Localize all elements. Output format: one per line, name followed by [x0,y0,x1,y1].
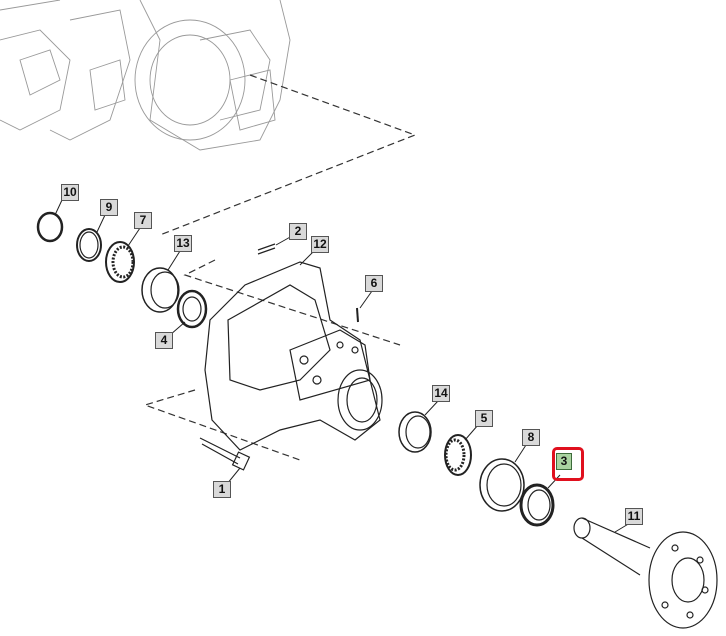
bearing-5 [444,434,472,476]
transmission-housing-drawing [0,0,291,151]
callout-1[interactable]: 1 [213,481,231,498]
axle-shaft-11 [573,517,718,629]
snap-ring-10 [36,211,64,243]
callout-13[interactable]: 13 [174,235,192,252]
fitting-6 [356,307,359,323]
callout-10[interactable]: 10 [61,184,79,201]
ring-9 [76,228,102,262]
callout-8[interactable]: 8 [522,429,540,446]
callout-4[interactable]: 4 [155,332,173,349]
leader-lines [54,199,631,533]
seal-3 [519,483,555,527]
callout-5[interactable]: 5 [475,410,493,427]
callout-3-selected[interactable]: 3 [556,453,572,470]
bolt-1 [199,437,241,465]
callout-2[interactable]: 2 [289,223,307,240]
pin-2 [257,243,276,255]
callout-6[interactable]: 6 [365,275,383,292]
seal-4 [176,289,208,329]
callout-12[interactable]: 12 [311,236,329,253]
ring-8 [479,458,525,512]
bearing-cup-13 [141,267,179,313]
callout-9[interactable]: 9 [100,199,118,216]
bearing-cup-14 [398,411,432,453]
callout-7[interactable]: 7 [134,212,152,229]
assembly-guide-lines [143,74,417,461]
callout-14[interactable]: 14 [432,385,450,402]
axle-housing-12 [204,261,383,451]
callout-11[interactable]: 11 [625,508,643,525]
